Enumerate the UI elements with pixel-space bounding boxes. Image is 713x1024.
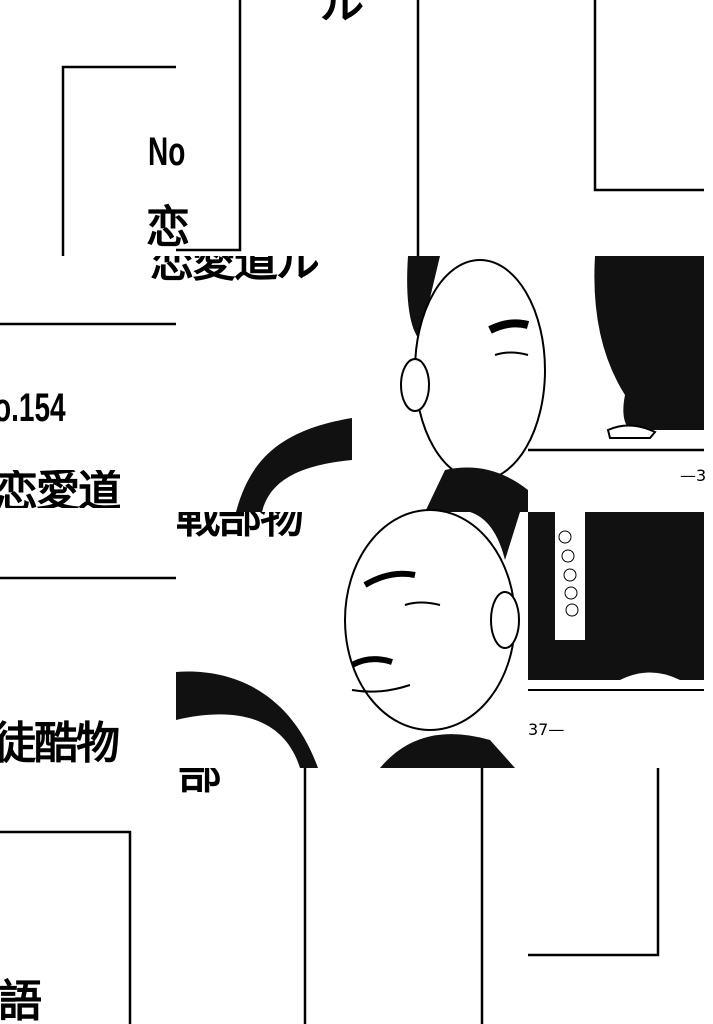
page-number: —3: [680, 466, 707, 485]
hair-curl: [236, 418, 352, 512]
panel-border: [176, 0, 242, 252]
title-fragment: 戦部物: [176, 512, 302, 538]
coat-illustration: [528, 512, 704, 680]
hair-curl: [176, 671, 318, 768]
face-illustration: [344, 509, 520, 768]
title-glyph: ル: [320, 0, 364, 29]
pants-illustration: [594, 256, 704, 430]
panel-border: [593, 0, 704, 192]
episode-label: No: [148, 130, 186, 174]
page-number: 37—: [528, 720, 565, 739]
face-illustration: [400, 256, 546, 512]
panel-border: [528, 768, 660, 957]
title-fragment: 部: [178, 768, 220, 794]
title-fragment: 語: [0, 976, 42, 1024]
panel-border: [0, 830, 132, 1024]
title-fragment: 恋愛道: [0, 470, 120, 508]
shoe: [606, 424, 657, 439]
title-fragment: 徒酷物: [0, 718, 120, 769]
title-glyph: 恋: [146, 202, 190, 253]
episode-number: o.154: [0, 386, 66, 430]
title-fragment: 恋愛道ル: [150, 256, 318, 282]
coat-buttons: [558, 530, 579, 617]
panel-border: [61, 65, 176, 256]
